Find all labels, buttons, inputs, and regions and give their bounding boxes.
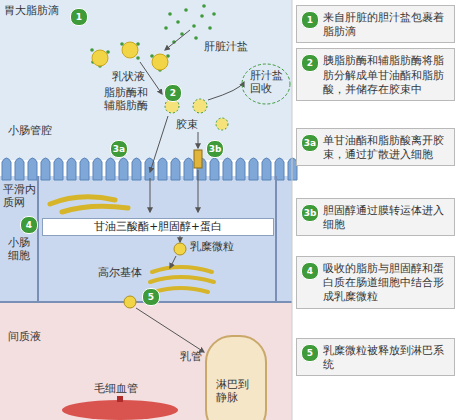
part-label: 淋巴到静脉 [216,378,256,404]
part-label: 肝汁盐回收 [250,69,286,95]
part-label: 乳糜微粒 [190,240,240,253]
emulsion-droplets [92,42,168,70]
capillary-marker [117,396,123,402]
recycling-zone [242,64,290,104]
part-label: 小肠管腔 [8,124,68,137]
part-label: 脂肪酶和辅脂肪酶 [104,86,154,112]
part-label: 高尔基体 [98,266,148,279]
step-text: 来自肝脏的胆汁盐包裹着脂肪滴 [323,10,449,38]
callout-number: 3a [301,134,319,152]
part-label: 间质液 [8,330,52,343]
cell-border [37,176,39,302]
content-band: 甘油三酸酯+胆固醇+蛋白 [42,218,274,236]
step-text: 吸收的脂肪与胆固醇和蛋白质在肠道细胞中结合形成乳糜微粒 [323,261,449,304]
part-label: 乳管 [180,350,204,363]
step-text: 胰脂肪酶和辅脂肪酶将脂肪分解成单甘油酯和脂肪酸，并储存在胶束中 [323,53,449,96]
callout-number: 5 [301,344,319,362]
step-text: 乳糜微粒被释放到淋巴系统 [323,343,449,371]
callout-number: 1 [301,11,319,29]
part-label: 毛细血管 [94,382,146,395]
callout-number: 1 [70,8,88,26]
secreted-chylomicron [124,296,136,308]
smooth-er [50,197,128,212]
part-label: 小肠细胞 [8,236,32,262]
callout-number: 2 [301,54,319,72]
callout-number: 4 [20,216,38,234]
bile-salts [90,4,216,72]
microvilli [2,158,297,180]
callout-number: 5 [142,288,160,306]
step-text: 甘油三酸酯+胆固醇+蛋白 [47,220,269,234]
cell-body [0,176,292,302]
callout-number: 3b [206,140,224,158]
membrane-transporter [194,150,202,168]
step-box: 3b胆固醇通过膜转运体进入细胞 [296,198,455,236]
step-box: 1来自肝脏的胆汁盐包裹着脂肪滴 [296,5,455,43]
chylomicron [174,243,186,255]
part-label: 平滑内质网 [3,183,37,209]
capillary [62,400,178,420]
callout-number: 3b [301,204,319,222]
part-label: 胃大脂肪滴 [4,4,66,17]
lacteal [206,336,266,420]
cell-border [275,176,277,302]
step-box: 4吸收的脂肪与胆固醇和蛋白质在肠道细胞中结合形成乳糜微粒 [296,256,455,309]
callout-number: 4 [301,262,319,280]
panel-edge [292,0,293,420]
step-box: 2胰脂肪酶和辅脂肪酶将脂肪分解成单甘油酯和脂肪酸，并储存在胶束中 [296,48,455,101]
step-box: 5乳糜微粒被释放到淋巴系统 [296,338,455,376]
step-text: 单甘油酯和脂肪酸离开胶束，通过扩散进入细胞 [323,133,449,161]
golgi [150,267,214,292]
step-box: 3a单甘油酯和脂肪酸离开胶束，通过扩散进入细胞 [296,128,455,166]
step-text: 胆固醇通过膜转运体进入细胞 [323,203,449,231]
part-label: 乳状液 [112,70,156,83]
lumen [0,0,292,160]
part-label: 胶束 [176,118,206,131]
callout-number: 2 [164,84,182,102]
part-label: 肝脏汁盐 [204,40,264,53]
callout-number: 3a [110,140,128,158]
